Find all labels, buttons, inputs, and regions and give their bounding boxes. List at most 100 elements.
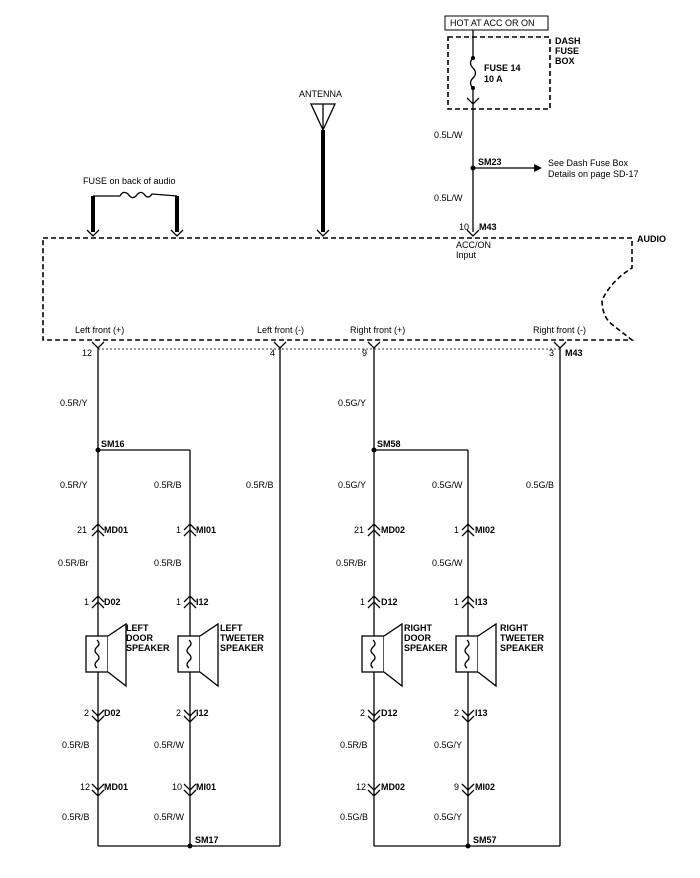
conn-m43-out: M43 [565, 348, 583, 358]
fuse-name: FUSE 14 [484, 63, 521, 73]
d12-label: D12 [381, 597, 398, 607]
right-wire-return: 0.5G/B [526, 480, 554, 490]
left-wire-door-2: 0.5R/Br [58, 558, 89, 568]
left-wire-tw-1: 0.5R/B [154, 480, 182, 490]
wire-fuse-out: 0.5L/W [434, 130, 463, 140]
left-wire-door-1: 0.5R/Y [60, 480, 88, 490]
d02-label: D02 [104, 597, 121, 607]
conn-mi02-top [461, 523, 475, 537]
left-front-plus: Left front (+) [75, 325, 124, 335]
fuse-rating: 10 A [484, 74, 503, 84]
mi02-pin-bot: 9 [454, 782, 459, 792]
left-front-minus: Left front (-) [257, 325, 304, 335]
left-channel: 0.5R/Y SM16 0.5R/B 0.5R/Y 21 MD01 0.5R/B… [58, 348, 281, 849]
right-channel: 0.5G/Y SM58 0.5G/B 0.5G/Y 21 MD02 0.5R/B… [336, 348, 561, 849]
antenna-label: ANTENNA [299, 89, 342, 99]
pin-3: 3 [549, 348, 554, 358]
md01-pin-top: 21 [77, 525, 87, 535]
md02-pin-top: 21 [354, 525, 364, 535]
d12-pin-2: 2 [360, 708, 365, 718]
acc-label-1: ACC/ON [456, 240, 491, 250]
acc-label-2: Input [456, 250, 477, 260]
conn-md02-top [367, 523, 381, 537]
i13b-label: I13 [475, 708, 488, 718]
pin-4: 4 [270, 348, 275, 358]
right-front-plus: Right front (+) [350, 325, 405, 335]
conn-d02-bot [91, 709, 105, 723]
right-wire-main: 0.5G/Y [338, 398, 366, 408]
right-wire-door-1: 0.5G/Y [338, 480, 366, 490]
fuse-on-back: FUSE on back of audio [83, 176, 184, 237]
left-tweeter-speaker-1: LEFT [220, 623, 243, 633]
conn-i13-top [461, 595, 475, 609]
right-tweeter-speaker-1: RIGHT [500, 623, 529, 633]
conn-i12-top [183, 595, 197, 609]
left-wire-return: 0.5R/B [246, 480, 274, 490]
left-wire-main: 0.5R/Y [60, 398, 88, 408]
right-wire-door-4: 0.5G/B [340, 812, 368, 822]
d12-pin-1: 1 [360, 597, 365, 607]
splice-sm58-label: SM58 [377, 439, 401, 449]
antenna: ANTENNA [299, 89, 342, 237]
left-door-speaker-3: SPEAKER [126, 643, 170, 653]
d02-pin-2: 2 [84, 708, 89, 718]
dash-fuse-box [447, 36, 551, 110]
splice-sm16-label: SM16 [101, 439, 125, 449]
right-wire-tw-1: 0.5G/W [432, 480, 463, 490]
md01-pin-bot: 12 [80, 782, 90, 792]
left-tweeter-speaker-3: SPEAKER [220, 643, 264, 653]
pin-9: 9 [362, 348, 367, 358]
mi02-label: MI02 [475, 525, 495, 535]
splice-sm17 [187, 843, 193, 849]
conn-md01-bot [91, 783, 105, 797]
audio-conn-m43: M43 [479, 222, 497, 232]
conn-i12-bot [183, 709, 197, 723]
md02-pin-bot: 12 [356, 782, 366, 792]
splice-sm23-label: SM23 [478, 157, 502, 167]
i12-pin-1: 1 [176, 597, 181, 607]
pin-12: 12 [82, 348, 92, 358]
power-feed: HOT AT ACC OR ON DASH FUSE BOX FUSE 14 1… [434, 15, 639, 237]
right-wire-tw-4: 0.5G/Y [434, 812, 462, 822]
hot-at-label: HOT AT ACC OR ON [450, 18, 535, 28]
conn-mi02-bot [461, 783, 475, 797]
i12b-label: I12 [196, 708, 209, 718]
i13-label: I13 [475, 597, 488, 607]
right-door-speaker-2: DOOR [404, 633, 432, 643]
right-tweeter-speaker-3: SPEAKER [500, 643, 544, 653]
dash-fuse-box-label-3: BOX [555, 56, 575, 66]
mi01-label: MI01 [196, 525, 216, 535]
conn-d12-top [367, 595, 381, 609]
left-door-speaker-1: LEFT [126, 623, 149, 633]
audio-pin-10: 10 [459, 222, 469, 232]
d12b-label: D12 [381, 708, 398, 718]
left-wire-tw-4: 0.5R/W [154, 812, 185, 822]
md02-label: MD02 [381, 525, 405, 535]
audio-unit-outline [42, 237, 635, 341]
see-note-1: See Dash Fuse Box [548, 158, 629, 168]
wire-to-audio: 0.5L/W [434, 193, 463, 203]
right-tweeter-speaker-2: TWEETER [500, 633, 544, 643]
fuse-back-label: FUSE on back of audio [83, 176, 176, 186]
mi02-pin-top: 1 [454, 525, 459, 535]
right-wire-door-2: 0.5R/Br [336, 558, 367, 568]
dash-fuse-box-label-1: DASH [555, 36, 581, 46]
mi01b-label: MI01 [196, 782, 216, 792]
right-door-speaker-3: SPEAKER [404, 643, 448, 653]
right-wire-tw-3: 0.5G/Y [434, 740, 462, 750]
hot-at-label-box [444, 15, 549, 31]
left-wire-door-3: 0.5R/B [62, 740, 90, 750]
i12-pin-2: 2 [176, 708, 181, 718]
mi02b-label: MI02 [475, 782, 495, 792]
d02-pin-1: 1 [84, 597, 89, 607]
left-tweeter-speaker-2: TWEETER [220, 633, 264, 643]
dash-fuse-box-label-2: FUSE [555, 46, 579, 56]
fuse-symbol [469, 57, 477, 89]
md01b-label: MD01 [104, 782, 128, 792]
left-wire-tw-2: 0.5R/B [154, 558, 182, 568]
fuse-back-icon [93, 191, 178, 199]
mi01-pin-top: 1 [176, 525, 181, 535]
conn-i13-bot [461, 709, 475, 723]
